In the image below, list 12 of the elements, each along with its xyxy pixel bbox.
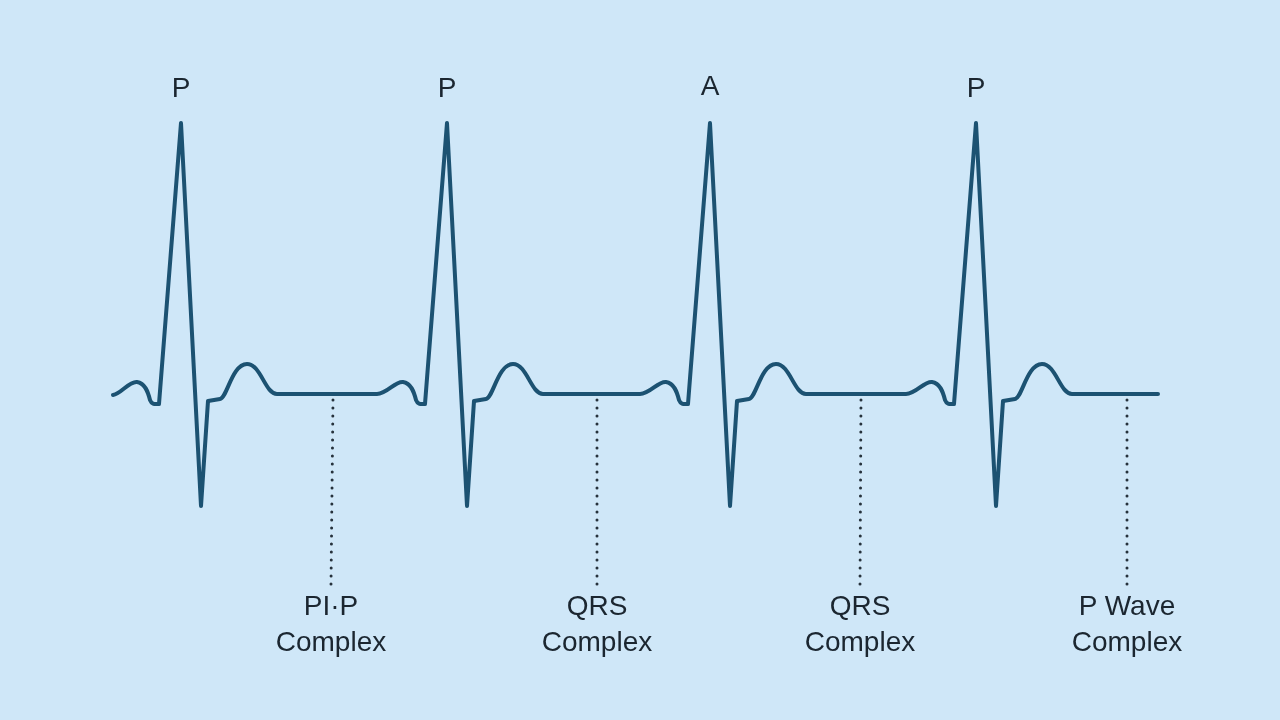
waveform-label: PI·P Complex (274, 589, 388, 659)
waveform-label: P Wave Complex (1070, 589, 1184, 659)
peak-label: P (437, 72, 457, 104)
waveform-label: QRS Complex (540, 589, 654, 659)
peak-label: P (171, 72, 191, 104)
peak-label: A (700, 70, 720, 102)
leader-line (1125, 397, 1129, 586)
leader-line (329, 397, 335, 586)
waveform-label: QRS Complex (803, 589, 917, 659)
peak-label: P (966, 72, 986, 104)
leader-line (595, 397, 599, 586)
leader-line (858, 397, 863, 586)
